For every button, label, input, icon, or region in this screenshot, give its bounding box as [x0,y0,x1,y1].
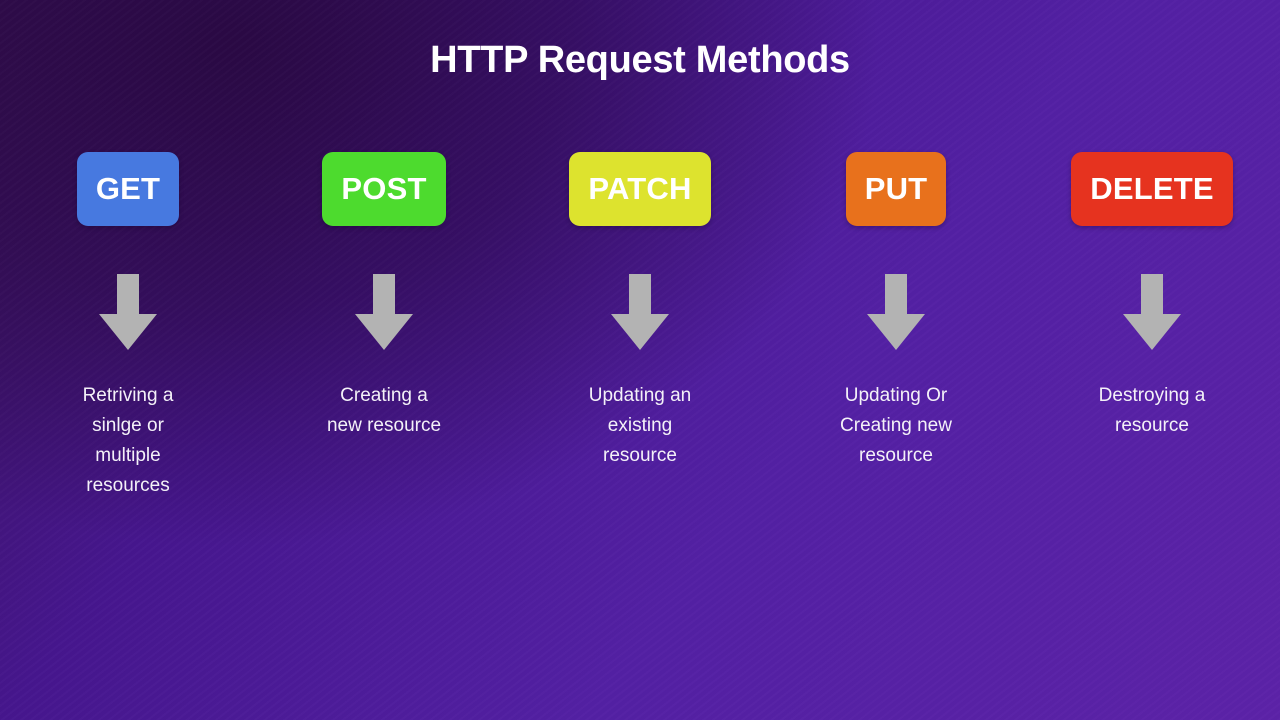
method-badge-get[interactable]: GET [76,152,180,226]
method-description-delete: Destroying a resource [1098,385,1206,436]
method-column-patch: PATCH Updating an existing resource [512,152,768,552]
method-badge-post[interactable]: POST [322,152,446,226]
method-description-put: Updating Or Creating new resource [840,385,952,466]
method-description-post: Creating a new resource [326,385,442,436]
method-badge-put[interactable]: PUT [845,152,947,226]
method-column-post: POST Creating a new resource [256,152,512,552]
method-column-put: PUT Updating Or Creating new resource [768,152,1024,552]
method-column-get: GET Retriving a sinlge or multiple resou… [0,152,256,552]
arrow-down-icon [867,274,925,350]
method-description-patch: Updating an existing resource [588,385,692,466]
method-badge-patch[interactable]: PATCH [569,152,711,226]
arrow-down-icon [611,274,669,350]
method-badge-delete[interactable]: DELETE [1071,152,1233,226]
arrow-down-icon [355,274,413,350]
http-methods-row: GET Retriving a sinlge or multiple resou… [0,152,1280,552]
method-description-get: Retriving a sinlge or multiple resources [82,385,174,496]
method-column-delete: DELETE Destroying a resource [1024,152,1280,552]
arrow-down-icon [1123,274,1181,350]
arrow-down-icon [99,274,157,350]
page-title: HTTP Request Methods [430,39,850,81]
